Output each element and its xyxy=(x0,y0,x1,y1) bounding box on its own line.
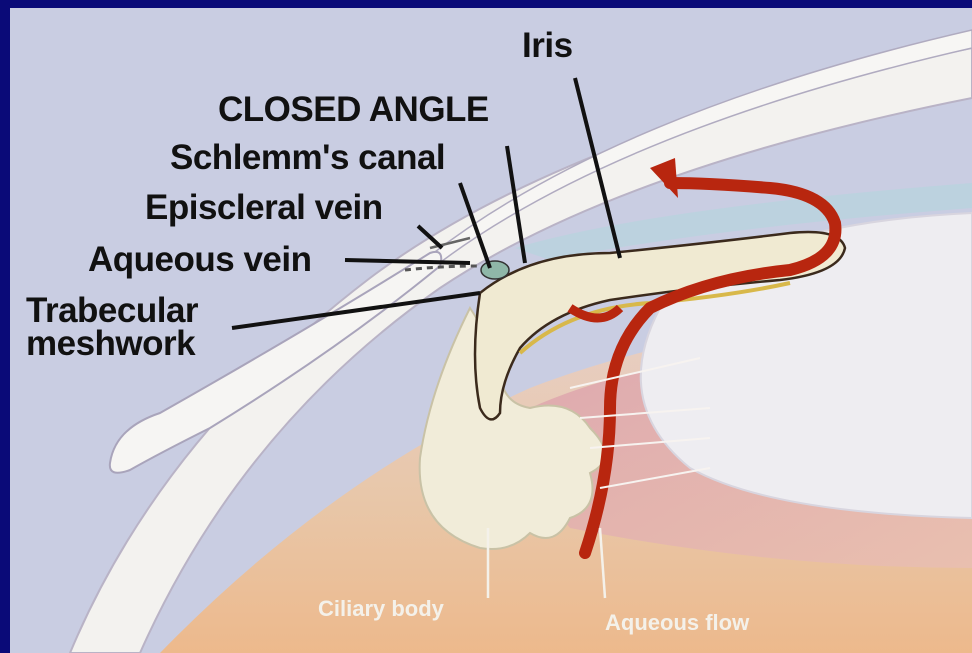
label-episcleral-vein: Episcleral vein xyxy=(145,190,383,225)
label-closed-angle: CLOSED ANGLE xyxy=(218,92,489,127)
label-iris: Iris xyxy=(522,28,573,63)
label-aqueous-flow: Aqueous flow xyxy=(605,612,749,634)
label-schlemms-canal: Schlemm's canal xyxy=(170,140,445,175)
eye-anatomy-illustration: Iris CLOSED ANGLE Schlemm's canal Episcl… xyxy=(10,8,972,653)
label-aqueous-vein: Aqueous vein xyxy=(88,242,311,277)
label-meshwork: meshwork xyxy=(26,326,195,361)
label-ciliary-body: Ciliary body xyxy=(318,598,444,620)
schlemms-canal-shape xyxy=(481,261,509,279)
label-trabecular: Trabecular xyxy=(26,293,198,328)
